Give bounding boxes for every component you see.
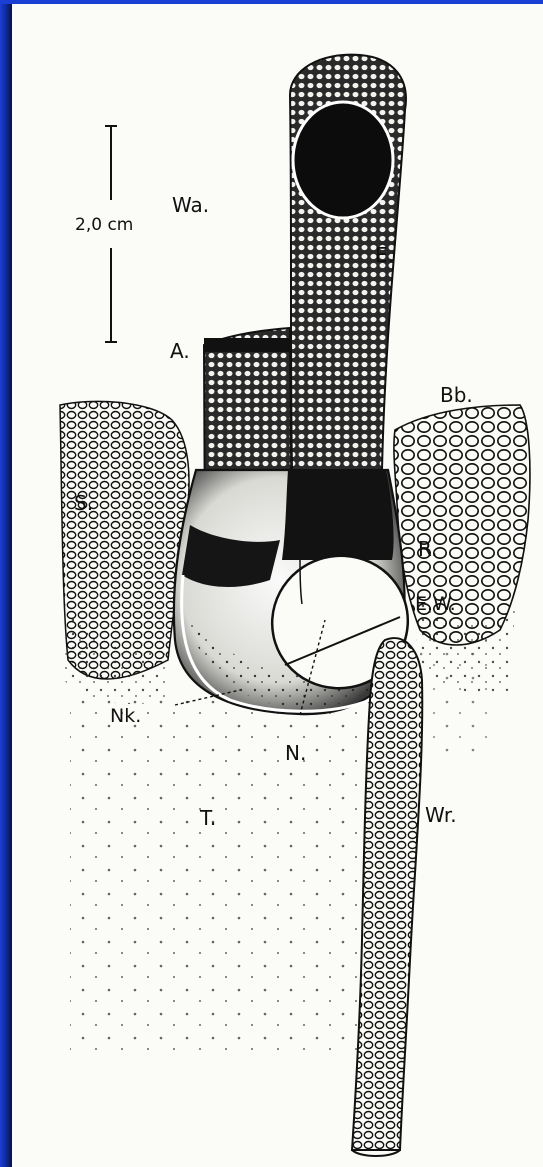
- label-nk: Nk.: [110, 705, 141, 727]
- label-s: S.: [74, 491, 93, 515]
- label-n: N.: [285, 741, 306, 765]
- label-ew: E.W.: [415, 593, 456, 615]
- label-e: E.: [375, 243, 394, 267]
- scale-bar-label: 2,0 cm: [75, 215, 133, 235]
- label-r: R.: [418, 537, 438, 561]
- stalk-e-collar: [282, 470, 394, 560]
- label-wa: Wa.: [172, 193, 209, 217]
- label-bb: Bb.: [440, 383, 473, 407]
- label-t: T.: [199, 806, 216, 830]
- stump-a-cap: [204, 338, 292, 352]
- stalk-e-top-opening: [293, 102, 393, 218]
- label-a: A.: [170, 339, 190, 363]
- label-wr: Wr.: [425, 803, 457, 827]
